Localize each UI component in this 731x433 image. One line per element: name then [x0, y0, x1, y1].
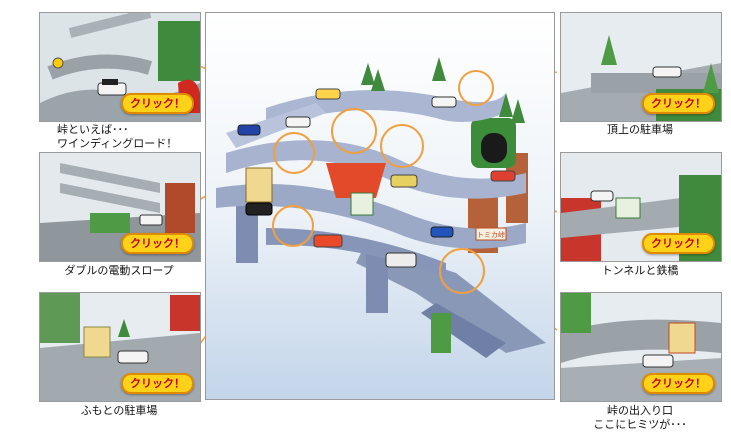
thumbnail-foot-parking[interactable]: クリック！	[39, 292, 201, 402]
caption-tunnel-bridge: トンネルと鉄橋	[601, 264, 679, 277]
caption-winding-road: 峠といえば･･･ ワインディングロード！	[57, 123, 178, 150]
click-button[interactable]: クリック！	[642, 233, 715, 254]
thumbnail-tunnel-bridge[interactable]: クリック！	[560, 152, 722, 262]
thumbnail-double-slope[interactable]: クリック！	[39, 152, 201, 262]
click-button[interactable]: クリック！	[121, 373, 194, 394]
caption-pass-entrance: 峠の出入り口 ここにヒミツが･･･	[593, 404, 687, 431]
playset-illustration: トミカ峠	[216, 57, 546, 358]
caption-summit-parking: 頂上の駐車場	[607, 123, 673, 136]
click-button[interactable]: クリック！	[121, 233, 194, 254]
click-button[interactable]: クリック！	[121, 93, 194, 114]
thumbnail-pass-entrance[interactable]: クリック！	[560, 292, 722, 402]
thumbnail-summit-parking[interactable]: クリック！	[560, 12, 722, 122]
caption-double-slope: ダブルの電動スロープ	[64, 264, 174, 277]
caption-foot-parking: ふもとの駐車場	[80, 404, 158, 417]
main-product-image: トミカ峠	[205, 12, 555, 400]
thumbnail-winding-road[interactable]: クリック！	[39, 12, 201, 122]
click-button[interactable]: クリック！	[642, 373, 715, 394]
sign-label: トミカ峠	[477, 230, 505, 239]
click-button[interactable]: クリック！	[642, 93, 715, 114]
